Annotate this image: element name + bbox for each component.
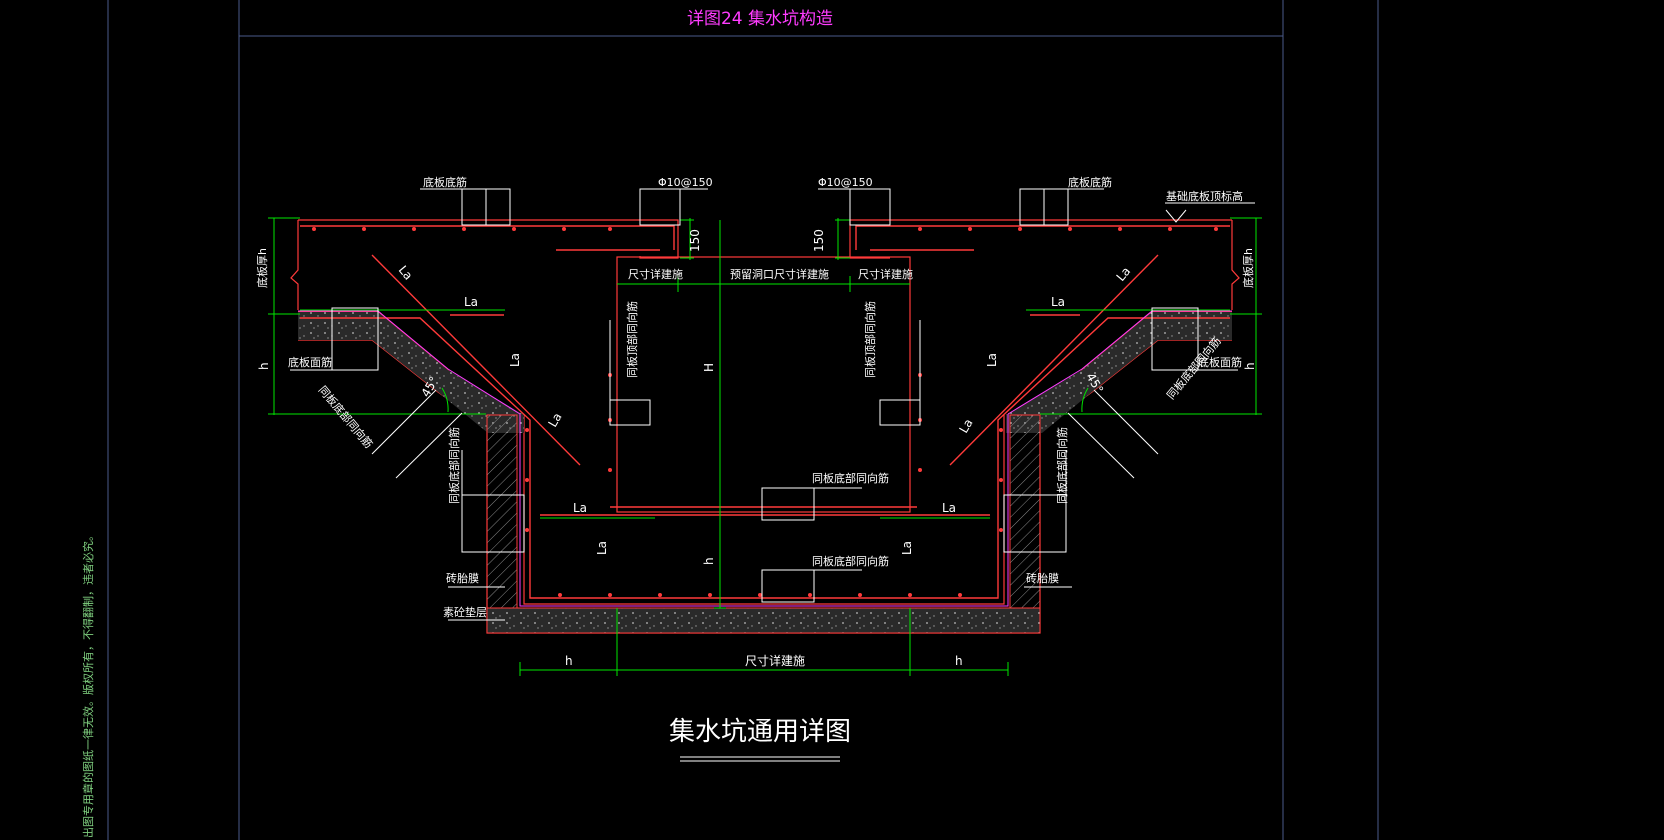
dim-h-center: h: [702, 557, 716, 565]
label-opening-reserved: 预留洞口尺寸详建施: [730, 267, 829, 281]
label-opening-size-left: 尺寸详建施: [628, 267, 683, 281]
dim-h-left-side: h: [257, 362, 271, 370]
label-brick-left: 砖胎膜: [446, 571, 479, 585]
dim-h-bottom-right: h: [955, 654, 963, 668]
anchor-la-4: La: [942, 501, 956, 515]
anchor-la-10: La: [985, 353, 999, 367]
label-cushion: 素砼垫层: [443, 605, 487, 619]
label-thickness-left: 底板厚h: [255, 248, 269, 288]
annotation-labels: 底板底筋 Φ10@150 Φ10@150 底板底筋 基础底板顶标高 底板面筋 底…: [255, 175, 1255, 619]
label-opening-size-right: 尺寸详建施: [858, 267, 913, 281]
dimension-labels: 150 150 H h h h h 尺寸详建施 h La La La La La…: [257, 229, 1257, 668]
label-top-slab-right: 同板顶部同向筋: [863, 301, 877, 378]
label-top-bar-right: 底板面筋: [1198, 355, 1242, 369]
dim-h-right-side: h: [1243, 362, 1257, 370]
drawing-frame: [107, 0, 1379, 840]
main-title: 集水坑通用详图: [669, 717, 851, 747]
anchor-la-5: La: [396, 263, 416, 283]
brick-membrane-walls: [486, 414, 1041, 609]
anchor-la-12: La: [900, 541, 914, 555]
label-slope-bar-left: 同板底部同向筋: [316, 383, 376, 451]
label-slab-bottom-wall-left: 同板底部同向筋: [447, 427, 461, 504]
label-thickness-right: 底板厚h: [1241, 248, 1255, 288]
sump-structure: [290, 219, 1240, 634]
dim-size-bottom: 尺寸详建施: [745, 653, 805, 668]
waterproof-line: [298, 310, 1232, 607]
dim-h-bottom-left: h: [565, 654, 573, 668]
label-bottom-bar-right: 底板底筋: [1068, 175, 1112, 189]
label-elevation: 基础底板顶标高: [1166, 189, 1243, 203]
label-top-bar-left: 底板面筋: [288, 355, 332, 369]
rebar-lines: [300, 225, 1230, 599]
label-top-slab-left: 同板顶部同向筋: [625, 301, 639, 378]
dimension-lines: [268, 217, 1262, 676]
label-slab-bottom-wall-right: 同板底部同向筋: [1055, 427, 1069, 504]
label-same-slab-bottom-center1: 同板底部同向筋: [812, 471, 889, 485]
label-same-slab-bottom-center2: 同板底部同向筋: [812, 554, 889, 568]
anchor-la-11: La: [595, 541, 609, 555]
label-stirrup-left: Φ10@150: [658, 176, 713, 189]
dim-150-right: 150: [812, 229, 826, 252]
anchor-la-1: La: [464, 295, 478, 309]
header-title: 详图24 集水坑构造: [687, 9, 833, 29]
anchor-la-7: La: [545, 410, 564, 429]
label-stirrup-right: Φ10@150: [818, 176, 873, 189]
anchor-la-3: La: [573, 501, 587, 515]
rebar-dots: [312, 227, 1218, 597]
anchor-la-9: La: [508, 353, 522, 367]
dim-150-left: 150: [688, 229, 702, 252]
anchor-la-6: La: [1114, 264, 1134, 284]
leader-lines: [290, 188, 1255, 762]
anchor-la-8: La: [956, 416, 975, 435]
label-brick-right: 砖胎膜: [1026, 571, 1059, 585]
margin-note: 出图专用章的图纸一律无效。版权所有，不得翻制，违者必究。: [81, 530, 95, 838]
anchor-la-2: La: [1051, 295, 1065, 309]
dim-H: H: [702, 363, 716, 372]
label-bottom-bar-left: 底板底筋: [423, 175, 467, 189]
